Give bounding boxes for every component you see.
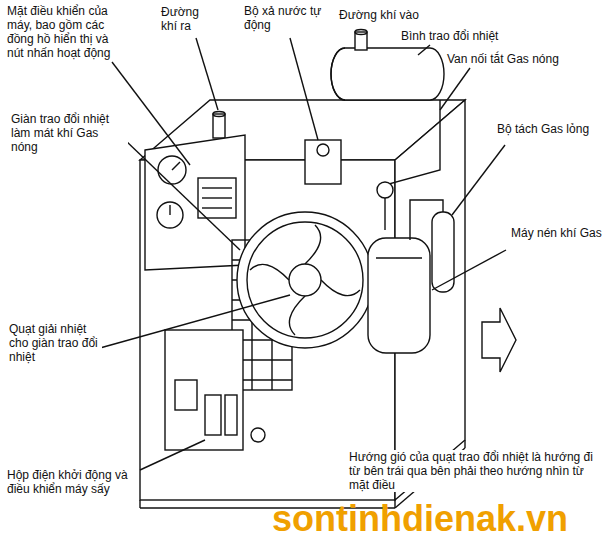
part-label: Bộ tách Gas lỏng [496, 122, 610, 136]
part-label: Hướng gió của quạt trao đổi nhiệt là hướ… [348, 450, 608, 492]
part-label: Van nối tắt Gas nóng [446, 52, 598, 66]
part-label: Máy nén khí Gas [510, 226, 604, 240]
part-label: Đường khí vào [338, 8, 440, 22]
part-label: Hộp điện khởi động và điều khiển máy sấy [6, 468, 138, 496]
part-label: Đường khí ra [160, 5, 214, 33]
watermark: sontinhdienak.vn [272, 500, 568, 538]
part-label: Mặt điều khiển của máy, bao gồm các đồng… [6, 4, 126, 60]
part-label: Quạt giải nhiệt cho giàn trao đổi nhiệt [8, 322, 102, 364]
part-label: Giàn trao đổi nhiệt làm mát khí Gas nóng [10, 112, 128, 154]
part-label: Bình trao đổi nhiệt [400, 29, 532, 43]
part-label: Bộ xả nước tự động [243, 4, 329, 32]
